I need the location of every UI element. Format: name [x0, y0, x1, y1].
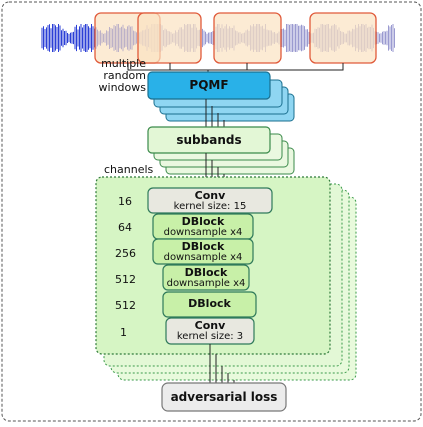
adversarial-loss-label: adversarial loss — [170, 390, 278, 404]
windows-label-line-2: random windows — [98, 69, 146, 94]
conv-block-last-text: Conv kernel size: 3 — [166, 320, 254, 342]
loss-connectors — [209, 344, 235, 384]
pqmf-box — [147, 71, 271, 100]
dblock-2-title: DBlock — [181, 240, 225, 253]
channels-label: channels — [104, 163, 154, 176]
windows-label: multiple random windows — [54, 58, 146, 94]
channel-64: 64 — [118, 221, 132, 234]
subbands-label: subbands — [176, 133, 242, 147]
dblock-3 — [162, 264, 250, 291]
conv-first-title: Conv — [194, 189, 226, 202]
subbands-box — [147, 126, 271, 154]
pqmf-label: PQMF — [189, 78, 229, 92]
channel-1: 1 — [120, 326, 127, 339]
windows-bracket — [127, 63, 344, 78]
random-window-2 — [137, 12, 202, 64]
dblock-4-title: DBlock — [188, 297, 231, 310]
adversarial-loss-box — [161, 382, 287, 412]
channel-256: 256 — [115, 247, 136, 260]
channel-512-a: 512 — [115, 273, 136, 286]
dblock-4 — [162, 291, 257, 318]
conv-first-sub: kernel size: 15 — [173, 201, 247, 212]
dblock-3-text: DBlock downsample x4 — [163, 267, 249, 289]
random-window-3 — [213, 12, 282, 64]
windows-label-line-1: multiple — [101, 57, 146, 70]
channel-512-b: 512 — [115, 299, 136, 312]
dblock-2 — [152, 238, 254, 265]
dblock-1-title: DBlock — [181, 215, 225, 228]
subband-connectors — [205, 153, 225, 187]
dblock-1-sub: downsample x4 — [163, 227, 243, 238]
dblock-2-sub: downsample x4 — [163, 252, 243, 263]
conv-last-sub: kernel size: 3 — [176, 331, 244, 342]
dblock-1-text: DBlock downsample x4 — [153, 216, 253, 238]
pqmf-connectors — [205, 99, 225, 127]
conv-block-first-text: Conv kernel size: 15 — [148, 190, 272, 212]
random-window-4 — [309, 12, 377, 64]
dblock-4-text: DBlock — [163, 298, 256, 309]
conv-last-title: Conv — [194, 319, 226, 332]
dblock-3-title: DBlock — [184, 266, 228, 279]
channel-16: 16 — [118, 195, 132, 208]
dblock-3-sub: downsample x4 — [166, 278, 246, 289]
conv-block-first — [147, 187, 273, 214]
dblock-2-text: DBlock downsample x4 — [153, 241, 253, 263]
